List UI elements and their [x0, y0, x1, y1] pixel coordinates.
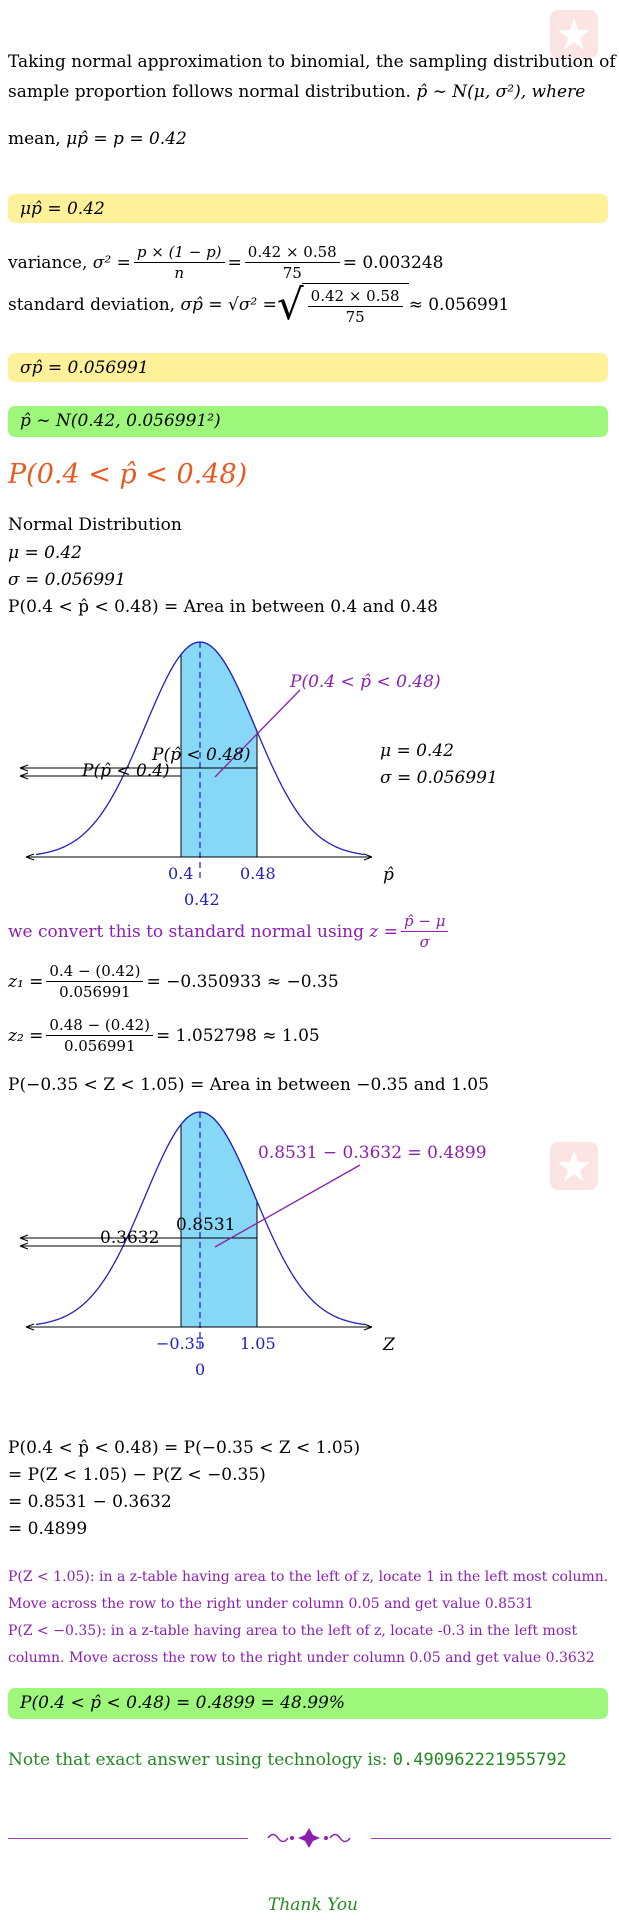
- intro-line-2-math: p̂ ∼ N(μ, σ²), where: [416, 82, 586, 102]
- normal-area: P(0.4 < p̂ < 0.48) = Area in between 0.4…: [8, 597, 438, 617]
- thank-you: Thank You: [268, 1895, 359, 1915]
- chart1-tick-b: 0.48: [240, 864, 276, 883]
- sd-sqrt: √ 0.42 × 0.58 75: [277, 283, 409, 327]
- exact-text: Note that exact answer using technology …: [8, 1750, 388, 1770]
- exact-value: 0.490962221955792: [392, 1750, 567, 1770]
- x-axis-arrows-1: [25, 853, 373, 861]
- chart1-mid-label: P(p̂ < 0.48): [151, 745, 251, 765]
- annotation-arrow-2: [214, 1164, 361, 1248]
- sd-lhs: σp̂ = √σ² =: [180, 295, 277, 315]
- z2-result: = 1.052798 ≈ 1.05: [156, 1025, 320, 1046]
- z-area: P(−0.35 < Z < 1.05) = Area in between −0…: [8, 1075, 489, 1095]
- note-2-line-1: P(Z < −0.35): in a z-table having area t…: [8, 1623, 578, 1639]
- normal-curve-chart-2: 0.8531 − 0.3632 = 0.4899 0.3632 0.8531 −…: [19, 1111, 487, 1379]
- calc-line-2: = P(Z < 1.05) − P(Z < −0.35): [8, 1465, 266, 1485]
- convert-text: we convert this to standard normal using: [8, 921, 364, 942]
- variance-label: variance,: [8, 252, 88, 273]
- mean-result-box: μp̂ = 0.42: [8, 194, 608, 223]
- divider-right: [371, 1838, 611, 1839]
- note-1-line-1: P(Z < 1.05): in a z-table having area to…: [8, 1569, 609, 1585]
- exact-line: Note that exact answer using technology …: [8, 1750, 567, 1770]
- chart2-mid-label: 0.8531: [176, 1215, 235, 1235]
- watermark-star-icon: [550, 1142, 598, 1190]
- normal-title: Normal Distribution: [8, 515, 182, 535]
- normal-sigma: σ = 0.056991: [8, 570, 126, 590]
- z1-lhs: z₁ =: [8, 971, 44, 992]
- watermark-star-icon: [550, 10, 598, 58]
- chart2-tick-a: −0.35: [156, 1334, 205, 1353]
- chart2-tick-mean: 0: [195, 1360, 205, 1379]
- chart1-mu-label: μ = 0.42: [380, 741, 454, 761]
- annotation-arrow-1: [214, 689, 301, 778]
- calc-line-3: = 0.8531 − 0.3632: [8, 1492, 172, 1512]
- normal-curve-chart-1: P(0.4 < p̂ < 0.48) P(p̂ < 0.4) P(p̂ < 0.…: [19, 641, 498, 909]
- sd-label: standard deviation,: [8, 295, 176, 315]
- chart1-left-label: P(p̂ < 0.4): [81, 761, 170, 781]
- final-answer-text: P(0.4 < p̂ < 0.48) = 0.4899 = 48.99%: [20, 1693, 345, 1713]
- variance-fraction-values: 0.42 × 0.58 75: [244, 243, 340, 282]
- intro-line-2: sample proportion follows normal distrib…: [8, 82, 585, 102]
- mean-label: mean,: [8, 129, 61, 149]
- variance-fraction-formula: p × (1 − p) n: [133, 243, 225, 282]
- chart1-tick-mean: 0.42: [184, 890, 220, 909]
- chart2-left-label: 0.3632: [100, 1228, 159, 1248]
- z2-line: z₂ = 0.48 − (0.42) 0.056991 = 1.052798 ≈…: [8, 1016, 320, 1055]
- variance-line: variance, σ² = p × (1 − p) n = 0.42 × 0.…: [8, 243, 444, 282]
- mean-result-text: μp̂ = 0.42: [20, 199, 105, 219]
- x-axis-arrows-2: [25, 1323, 373, 1331]
- ornament-icon: [267, 1828, 351, 1848]
- chart1-annotation: P(0.4 < p̂ < 0.48): [289, 672, 441, 692]
- convert-line: we convert this to standard normal using…: [8, 912, 451, 951]
- cumulative-arrows-1: [19, 764, 29, 780]
- final-answer-box: P(0.4 < p̂ < 0.48) = 0.4899 = 48.99%: [8, 1688, 608, 1719]
- distribution-box: p̂ ∼ N(0.42, 0.056991²): [8, 406, 608, 437]
- convert-z-lhs: z =: [369, 921, 398, 942]
- sd-result-text: σp̂ = 0.056991: [20, 358, 149, 378]
- sd-line: standard deviation, σp̂ = √σ² = √ 0.42 ×…: [8, 283, 509, 327]
- z2-lhs: z₂ =: [8, 1025, 44, 1046]
- variance-result: = 0.003248: [342, 252, 444, 273]
- z1-line: z₁ = 0.4 − (0.42) 0.056991 = −0.350933 ≈…: [8, 962, 339, 1001]
- variance-lhs: σ² =: [92, 252, 131, 273]
- note-1-line-2: Move across the row to the right under c…: [8, 1596, 534, 1612]
- problem-heading: P(0.4 < p̂ < 0.48): [8, 459, 248, 490]
- z1-fraction: 0.4 − (0.42) 0.056991: [46, 962, 144, 1001]
- calc-line-4: = 0.4899: [8, 1519, 88, 1539]
- note-2-line-2: column. Move across the row to the right…: [8, 1650, 595, 1666]
- chart2-annotation: 0.8531 − 0.3632 = 0.4899: [258, 1143, 487, 1163]
- z1-result: = −0.350933 ≈ −0.35: [146, 971, 339, 992]
- sd-result-box: σp̂ = 0.056991: [8, 353, 608, 382]
- chart2-axis-label: Z: [382, 1335, 396, 1355]
- mean-math: μp̂ = p = 0.42: [66, 129, 187, 149]
- sd-result: ≈ 0.056991: [408, 295, 510, 315]
- distribution-text: p̂ ∼ N(0.42, 0.056991²): [20, 411, 221, 431]
- chart1-sigma-label: σ = 0.056991: [380, 768, 498, 788]
- cumulative-arrows-2: [19, 1234, 29, 1250]
- calc-line-1: P(0.4 < p̂ < 0.48) = P(−0.35 < Z < 1.05): [8, 1438, 361, 1458]
- convert-z-fraction: p̂ − μ σ: [401, 912, 449, 951]
- chart1-axis-label: p̂: [383, 865, 394, 885]
- chart2-tick-b: 1.05: [240, 1334, 276, 1353]
- intro-line-1: Taking normal approximation to binomial,…: [8, 52, 616, 72]
- normal-mu: μ = 0.42: [8, 543, 82, 563]
- mean-line: mean, μp̂ = p = 0.42: [8, 129, 187, 149]
- chart1-tick-a: 0.4: [168, 864, 193, 883]
- z2-fraction: 0.48 − (0.42) 0.056991: [46, 1016, 154, 1055]
- intro-line-2-text: sample proportion follows normal distrib…: [8, 82, 411, 102]
- divider-left: [8, 1838, 248, 1839]
